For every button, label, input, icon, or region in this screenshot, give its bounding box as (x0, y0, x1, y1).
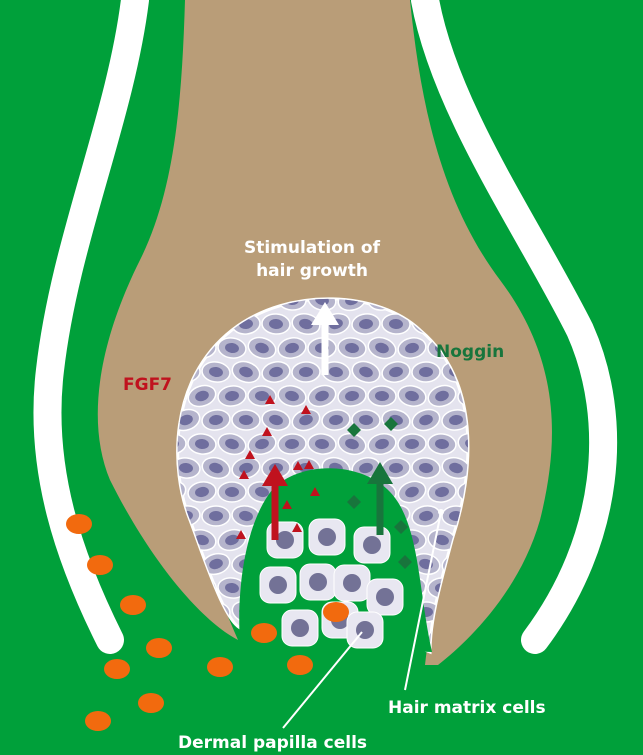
orange-cell (87, 555, 113, 575)
orange-cell (251, 623, 277, 643)
matrix-cell (186, 622, 219, 650)
matrix-cell-nucleus (225, 487, 239, 497)
orange-cell (207, 657, 233, 677)
orange-cell (120, 595, 146, 615)
orange-cell (287, 655, 313, 675)
matrix-cell-nucleus (209, 511, 223, 521)
hair-matrix-leader-dot (438, 509, 444, 515)
dermal-papilla-label: Dermal papilla cells (178, 733, 367, 753)
noggin-label: Noggin (436, 342, 504, 362)
papilla-cell-nucleus (343, 574, 361, 592)
orange-cell (138, 693, 164, 713)
papilla-cell-nucleus (318, 528, 336, 546)
stimulation-label-line2: hair growth (256, 261, 368, 281)
matrix-cell-nucleus (194, 629, 210, 643)
orange-cell (104, 659, 130, 679)
matrix-cell-nucleus (179, 607, 193, 617)
stimulation-label-line1: Stimulation of (244, 238, 381, 258)
orange-cell (66, 514, 92, 534)
papilla-cell-nucleus (309, 573, 327, 591)
orange-cell (323, 602, 349, 622)
papilla-cell-nucleus (291, 619, 309, 637)
hair-matrix-label: Hair matrix cells (388, 698, 546, 718)
papilla-cell-nucleus (363, 536, 381, 554)
orange-cell (146, 638, 172, 658)
orange-cell (85, 711, 111, 731)
papilla-cell-nucleus (269, 576, 287, 594)
fgf7-label: FGF7 (123, 375, 172, 395)
papilla-cell-nucleus (276, 531, 294, 549)
papilla-cell-nucleus (376, 588, 394, 606)
